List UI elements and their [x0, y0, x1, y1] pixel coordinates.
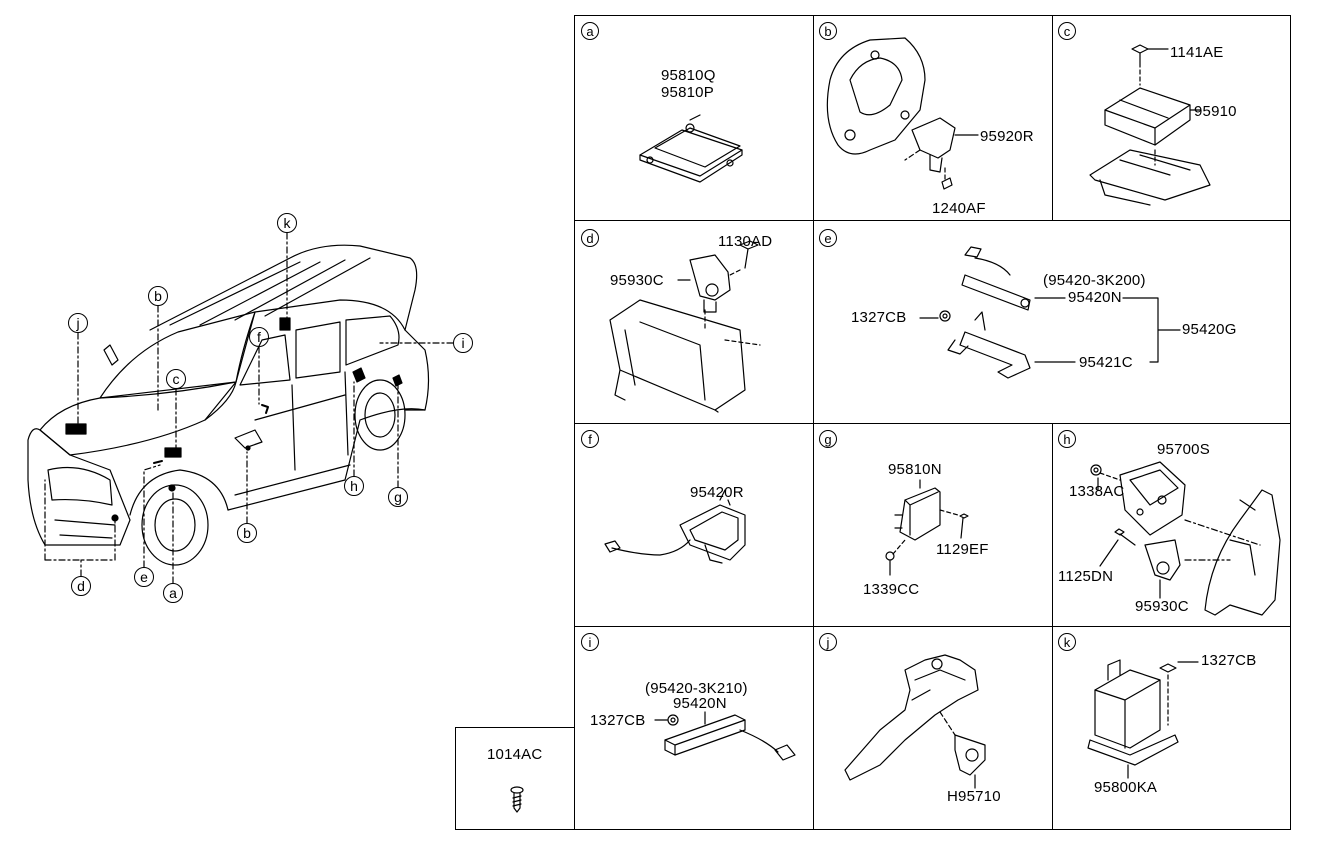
part-number: 1240AF	[932, 200, 986, 217]
part-c-drawing	[1089, 44, 1211, 206]
part-k-drawing	[1087, 659, 1199, 779]
vehicle-callout-i: i	[453, 333, 473, 353]
cell-j-label: j	[819, 633, 837, 651]
part-f-drawing	[604, 489, 746, 564]
vehicle-callout-c: c	[166, 369, 186, 389]
part-number: 1129EF	[936, 541, 989, 558]
part-number: 1130AD	[718, 233, 773, 250]
part-number: 95920R	[980, 128, 1034, 145]
cell-b-label: b	[819, 22, 837, 40]
part-e-drawing	[919, 246, 1181, 379]
part-h-drawing	[1090, 461, 1281, 616]
cell-c-label: c	[1058, 22, 1076, 40]
part-number: 1327CB	[590, 712, 646, 729]
cell-h-label: h	[1058, 430, 1076, 448]
part-number: 95420N	[1068, 289, 1122, 306]
cell-d-label: d	[581, 229, 599, 247]
part-number: 1125DN	[1058, 568, 1114, 585]
part-number: 95810Q	[661, 67, 716, 84]
cell-i-label: i	[581, 633, 599, 651]
part-number: 95930C	[610, 272, 664, 289]
part-number: 95810P	[661, 84, 714, 101]
part-number: 95810N	[888, 461, 942, 478]
cell-f-label: f	[581, 430, 599, 448]
cell-g-label: g	[819, 430, 837, 448]
cell-e-label: e	[819, 229, 837, 247]
part-number: 95910	[1194, 103, 1237, 120]
part-i-drawing	[654, 711, 796, 761]
part-number: (95420-3K200)	[1043, 272, 1146, 289]
part-d-drawing	[609, 240, 761, 413]
part-number: 1339CC	[863, 581, 920, 598]
part-number: 1014AC	[487, 746, 543, 763]
vehicle-drawing	[27, 244, 430, 566]
part-number: 1141AE	[1170, 44, 1224, 61]
cell-a-label: a	[581, 22, 599, 40]
part-number: H95710	[947, 788, 1001, 805]
vehicle-leader-lines	[44, 232, 454, 584]
part-number: 95700S	[1157, 441, 1210, 458]
part-j-drawing	[844, 654, 986, 789]
part-number: 95800KA	[1094, 779, 1158, 796]
part-number: 95420G	[1182, 321, 1237, 338]
part-a-drawing	[639, 114, 743, 183]
part-number: 1338AC	[1069, 483, 1125, 500]
part-number: 95420N	[673, 695, 727, 712]
part-b-drawing	[826, 37, 979, 190]
part-number: 95930C	[1135, 598, 1189, 615]
part-g-drawing	[885, 479, 969, 576]
part-number: 95421C	[1079, 354, 1133, 371]
cell-k-label: k	[1058, 633, 1076, 651]
part-number: (95420-3K210)	[645, 680, 748, 697]
vehicle-callout-b: b	[148, 286, 168, 306]
part-number: 95420R	[690, 484, 744, 501]
part-number: 1327CB	[1201, 652, 1257, 669]
part-number: 1327CB	[851, 309, 907, 326]
part-1014ac-drawing	[510, 786, 524, 813]
